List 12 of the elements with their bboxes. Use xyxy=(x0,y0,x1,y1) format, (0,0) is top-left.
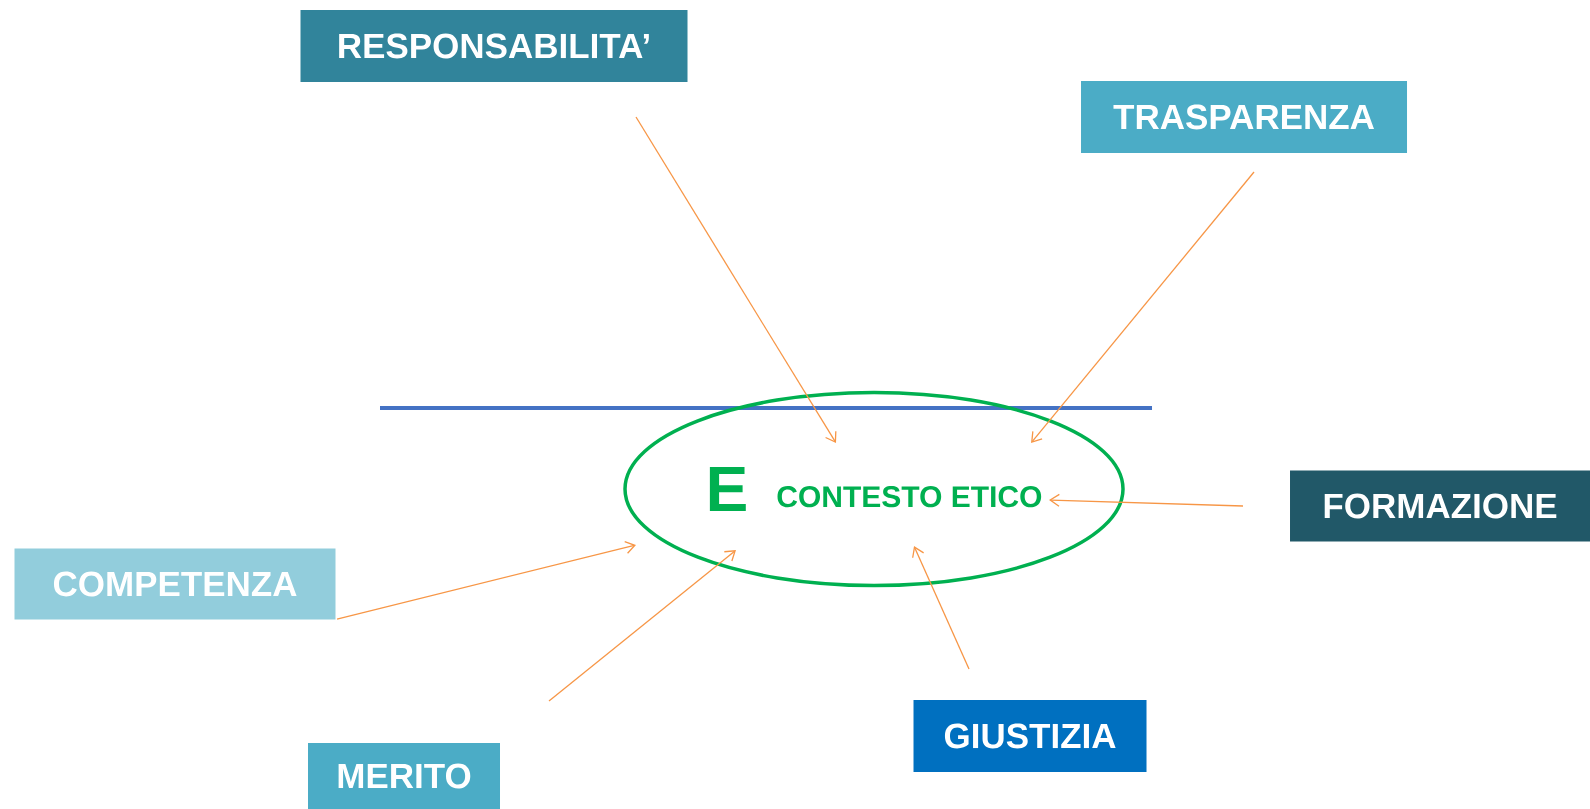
label-box: COMPETENZA xyxy=(14,548,336,620)
arrow xyxy=(912,546,970,670)
label-box: TRASPARENZA xyxy=(1081,81,1407,153)
arrow xyxy=(1031,171,1255,443)
label-box: MERITO xyxy=(308,743,500,809)
arrow xyxy=(548,550,736,702)
arrow xyxy=(1049,493,1244,507)
arrow xyxy=(635,116,837,443)
label-box: GIUSTIZIA xyxy=(913,700,1147,772)
label-box: RESPONSABILITA’ xyxy=(300,10,688,82)
label-box: FORMAZIONE xyxy=(1290,470,1590,542)
arrow xyxy=(336,541,636,620)
